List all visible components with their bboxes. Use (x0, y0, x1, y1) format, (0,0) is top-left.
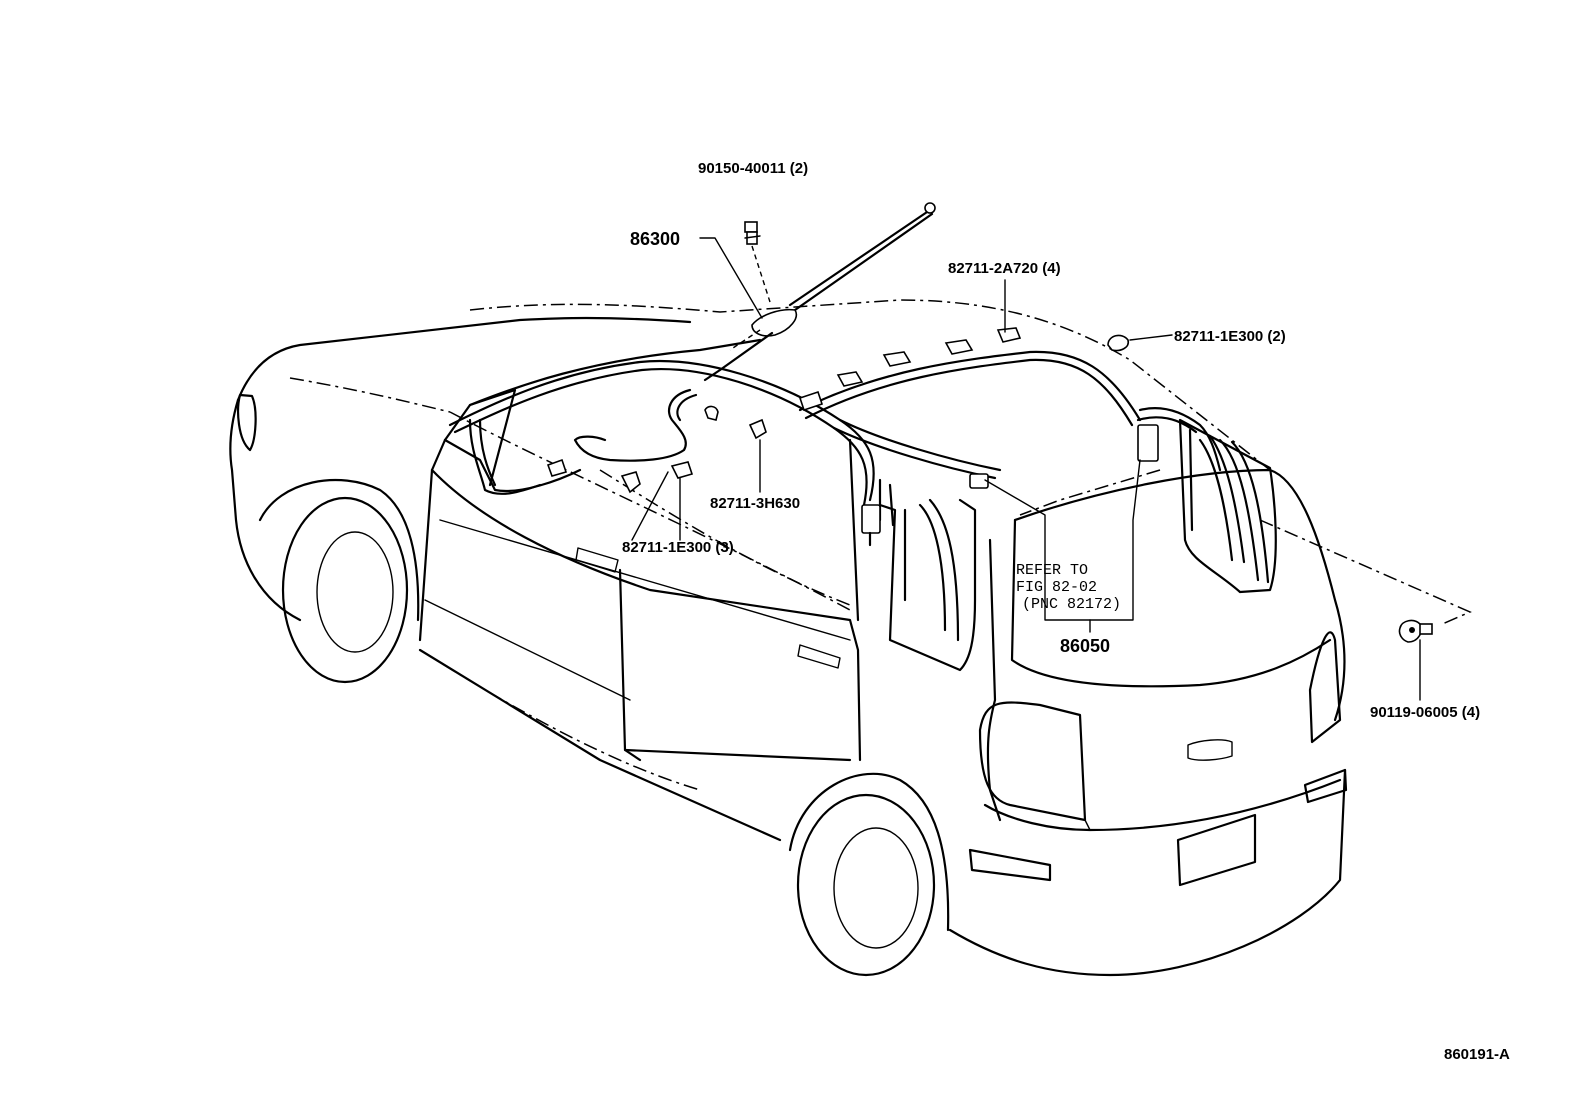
label-refer-line1: REFER TO (1016, 562, 1088, 579)
label-figure-id: 860191-A (1444, 1046, 1510, 1063)
part-labels: 90150-40011 (2) 86300 82711-2A720 (4) 82… (622, 160, 1510, 1063)
label-clip-roof: 82711-2A720 (4) (948, 260, 1061, 277)
connector-mid (969, 473, 989, 489)
label-refer-line3: (PNC 82172) (1022, 596, 1121, 613)
wire-harness-86050 (448, 350, 1270, 642)
label-screw-rear: 90119-06005 (4) (1370, 704, 1480, 721)
label-antenna: 86300 (630, 229, 680, 249)
window-outline (443, 338, 1277, 672)
connector-left (861, 504, 881, 534)
connector-right (1137, 424, 1159, 462)
label-bolt-top: 90150-40011 (2) (698, 160, 808, 177)
roof-outline-dashed (289, 299, 1472, 791)
car-body (229, 316, 1348, 977)
harness-connectors (861, 424, 1159, 547)
roof-antenna (703, 202, 936, 382)
label-clip-right: 82711-1E300 (2) (1174, 328, 1286, 345)
label-refer-line2: FIG 82-02 (1016, 579, 1097, 596)
bolt-90150-40011 (744, 221, 771, 303)
leader-lines (631, 237, 1421, 701)
label-clip-center: 82711-3H630 (710, 495, 800, 512)
label-clip-front: 82711-1E300 (3) (622, 539, 734, 556)
label-harness: 86050 (1060, 636, 1110, 656)
roof-clips (546, 279, 1433, 643)
